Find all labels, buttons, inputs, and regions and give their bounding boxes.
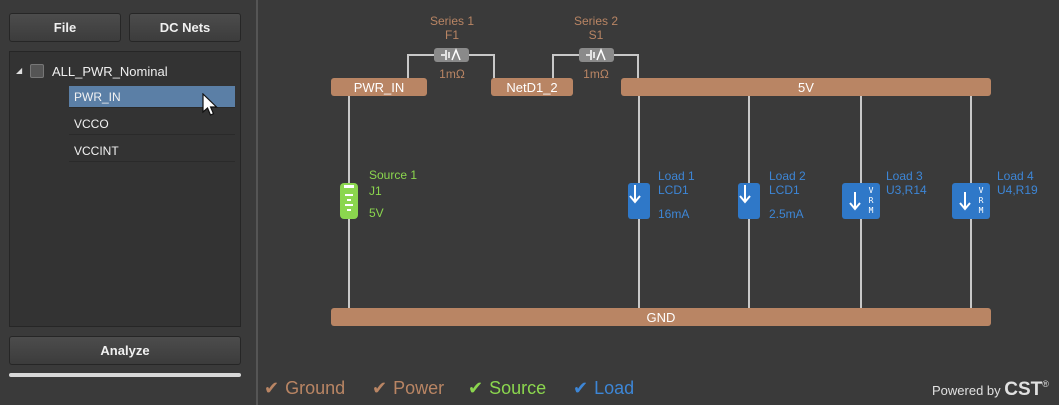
check-icon: ✔ <box>468 378 484 398</box>
powered-prefix: Powered by <box>932 383 1001 398</box>
load-2-ref: LCD1 <box>769 183 800 197</box>
legend-load-label: Load <box>594 378 635 398</box>
tree-item-vcco[interactable]: VCCO <box>69 113 235 135</box>
load-1-value: 16mA <box>658 207 690 221</box>
series-2-ref: S1 <box>588 28 604 42</box>
load-2-value: 2.5mA <box>769 207 804 221</box>
series-1-title: Series 1 <box>429 14 475 28</box>
check-icon: ✔ <box>573 378 589 398</box>
tree-root-label: ALL_PWR_Nominal <box>52 63 168 79</box>
load-1-title: Load 1 <box>658 169 695 183</box>
load-1-ref: LCD1 <box>658 183 689 197</box>
left-panel: File DC Nets ◢ ALL_PWR_Nominal PWR_IN VC… <box>0 0 256 405</box>
tree-item-label: PWR_IN <box>74 89 121 104</box>
load-3-ref: U3,R14 <box>886 183 927 197</box>
load-2-arrow-icon[interactable] <box>738 183 760 219</box>
source-title: Source 1 <box>369 168 418 182</box>
registered-mark: ® <box>1042 379 1049 389</box>
tree-item-label: VCCO <box>74 116 109 131</box>
load-4-title: Load 4 <box>997 169 1034 183</box>
dc-nets-button[interactable]: DC Nets <box>129 13 241 42</box>
analyze-button[interactable]: Analyze <box>9 336 241 365</box>
check-icon: ✔ <box>264 378 280 398</box>
load-4-ref: U4,R19 <box>997 183 1038 197</box>
panel-divider[interactable] <box>256 0 258 405</box>
series-2-title: Series 2 <box>573 14 619 28</box>
series-1-value: 1mΩ <box>439 67 465 81</box>
powered-by-cst: Powered by CST® <box>932 379 1049 401</box>
net-netd1-2[interactable]: NetD1_2 <box>491 78 573 96</box>
tree-item-pwr-in[interactable]: PWR_IN <box>69 86 235 108</box>
cst-logo: CST <box>1004 379 1043 400</box>
expand-arrow-icon[interactable]: ◢ <box>16 66 23 75</box>
series-1-ref: F1 <box>444 28 459 42</box>
legend-power-label: Power <box>393 378 445 398</box>
schematic-wires <box>348 47 972 308</box>
net-5v[interactable]: 5V <box>621 78 991 96</box>
legend-ground[interactable]: ✔ Ground <box>264 378 345 399</box>
source-battery-icon[interactable] <box>340 183 358 219</box>
net-pwr-in[interactable]: PWR_IN <box>331 78 427 96</box>
schematic-canvas: Series 1 F1 1mΩ Series 2 S1 1mΩ PWR_IN N… <box>258 0 1059 405</box>
legend-source-label: Source <box>489 378 547 398</box>
progress-bar <box>9 373 241 377</box>
tree-item-vccint[interactable]: VCCINT <box>69 140 235 162</box>
legend-source[interactable]: ✔ Source <box>468 378 546 399</box>
mouse-pointer-icon <box>202 93 218 116</box>
legend-load[interactable]: ✔ Load <box>573 378 634 399</box>
net-gnd[interactable]: GND <box>331 308 991 326</box>
net-tree: ◢ ALL_PWR_Nominal PWR_IN VCCO VCCINT <box>9 51 241 327</box>
load-1-arrow-icon[interactable] <box>628 183 650 219</box>
file-button[interactable]: File <box>9 13 121 42</box>
load-2-title: Load 2 <box>769 169 806 183</box>
root-checkbox[interactable] <box>30 64 44 78</box>
series-2-resistor-icon <box>579 47 614 62</box>
legend-power[interactable]: ✔ Power <box>372 378 444 399</box>
tree-root[interactable]: ◢ ALL_PWR_Nominal <box>16 62 168 80</box>
legend-ground-label: Ground <box>285 378 346 398</box>
source-value: 5V <box>369 206 384 220</box>
tree-item-label: VCCINT <box>74 143 119 158</box>
load-3-title: Load 3 <box>886 169 923 183</box>
series-2-value: 1mΩ <box>583 67 609 81</box>
source-ref: J1 <box>369 184 382 198</box>
check-icon: ✔ <box>372 378 388 398</box>
series-1-resistor-icon <box>434 47 469 62</box>
